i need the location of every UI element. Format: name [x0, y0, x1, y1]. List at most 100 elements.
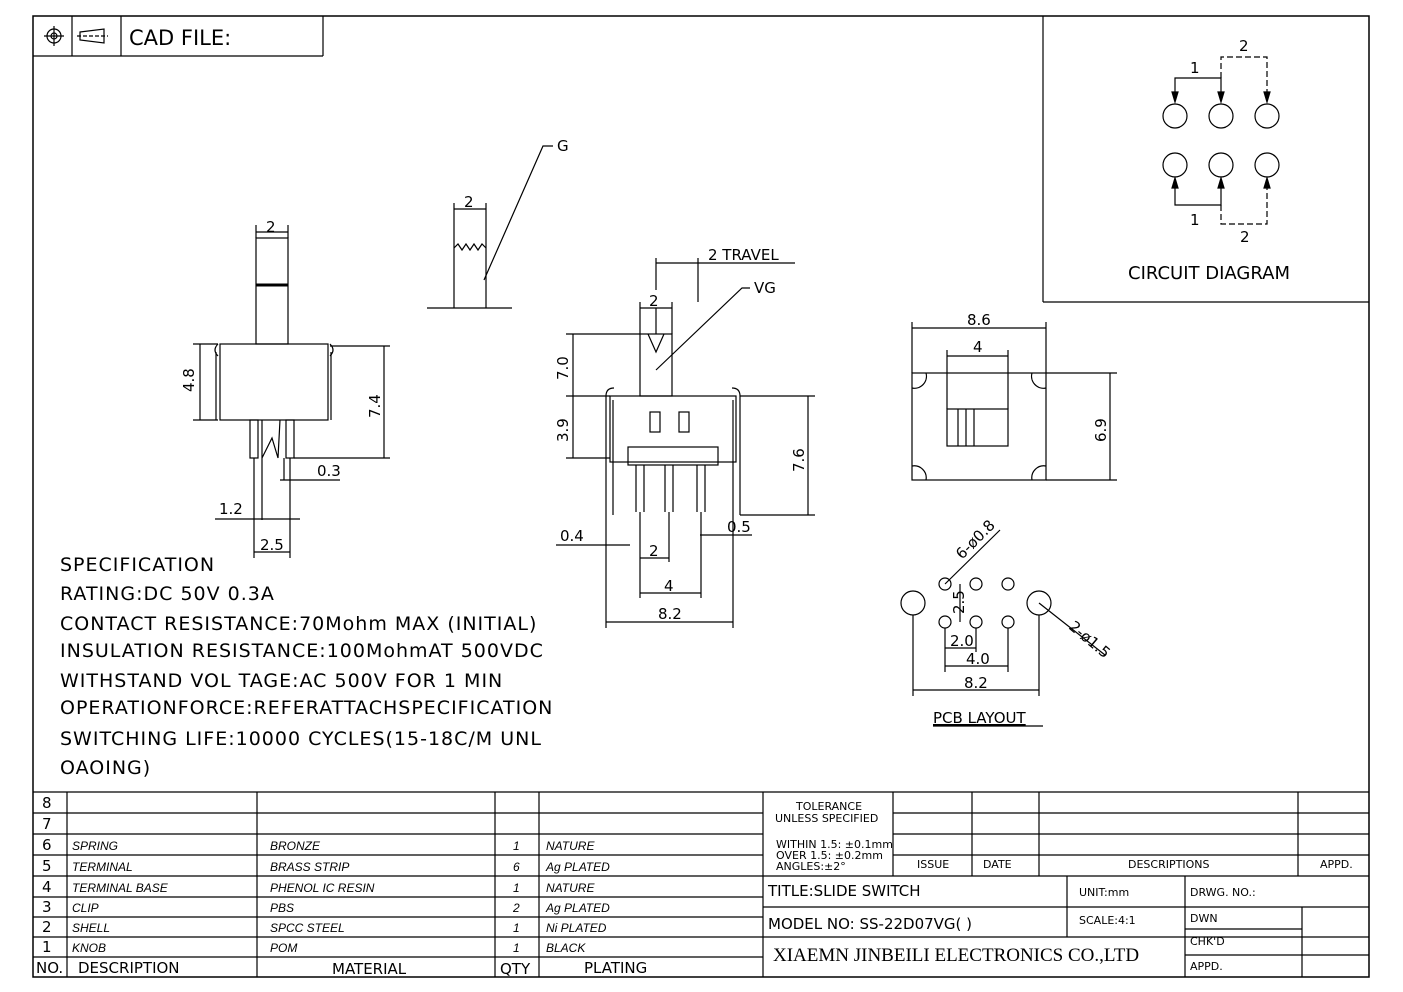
- tb-dwn: DWN: [1190, 912, 1218, 925]
- dim-outer-span: 8.2: [658, 605, 682, 623]
- dim-travel: 2 TRAVEL: [708, 246, 779, 264]
- bom-cell-mat: BRASS STRIP: [270, 860, 349, 874]
- tb-over: OVER 1.5: ±0.2mm: [776, 849, 883, 862]
- bom-cell-plating: BLACK: [546, 941, 586, 955]
- bom-cell-mat: POM: [270, 941, 297, 955]
- spec-withstand-voltage: WITHSTAND VOL TAGE:AC 500V FOR 1 MIN: [60, 670, 503, 692]
- bom-cell-desc: SPRING: [72, 839, 118, 853]
- pcb-layout: 6-ø0.8 2-ø1.5 2.5 2.0 4.0 8.2 PCB LAYOUT: [900, 516, 1114, 727]
- bom-cell-no: 1: [42, 938, 52, 956]
- front-view: 2 TRAVEL 2 VG 7.0 3.9 7.6 0.4 0.5 2 4 8.…: [554, 246, 815, 628]
- tb-company: XIAEMN JINBEILI ELECTRONICS CO.,LTD: [773, 945, 1139, 966]
- title-block-text: TOLERANCE UNLESS SPECIFIED WITHIN 1.5: ±…: [767, 800, 1353, 973]
- spec-insulation-resistance: INSULATION RESISTANCE:100MohmAT 500VDC: [60, 640, 544, 662]
- dim-pcb-big-hole: 2-ø1.5: [1065, 617, 1113, 662]
- sheet-border: [32, 15, 1370, 978]
- bom-cell-plating: NATURE: [546, 881, 595, 895]
- bom-cell-desc: KNOB: [72, 941, 106, 955]
- dim-pin-pitch: 2: [649, 542, 659, 560]
- bom-cell-qty: 1: [513, 839, 520, 853]
- spec-rating: RATING:DC 50V 0.3A: [60, 583, 275, 605]
- circuit-diagram-title: CIRCUIT DIAGRAM: [1128, 263, 1290, 284]
- bom-cell-qty: 1: [513, 921, 520, 935]
- tb-scale: SCALE:4:1: [1079, 914, 1136, 927]
- tb-unless-specified: UNLESS SPECIFIED: [775, 812, 878, 825]
- circuit-label-2-top: 2: [1239, 37, 1249, 55]
- bom-cell-plating: NATURE: [546, 839, 595, 853]
- tb-angles: ANGLES:±2°: [776, 860, 846, 873]
- dim-front-knob-height: 7.0: [554, 356, 572, 380]
- bom-cell-qty: 2: [512, 901, 520, 915]
- tb-chkd: CHK'D: [1190, 935, 1225, 948]
- circuit-label-1-top: 1: [1190, 59, 1200, 77]
- bom-cell-no: 8: [42, 794, 52, 812]
- tb-date: DATE: [983, 858, 1012, 871]
- spec-operation-force: OPERATIONFORCE:REFERATTACHSPECIFICATION: [60, 697, 553, 719]
- dim-top-width: 8.6: [967, 311, 991, 329]
- dim-pin-span: 2.5: [260, 536, 284, 554]
- tb-appd-header: APPD.: [1320, 858, 1353, 871]
- dim-pcb-outer: 8.2: [964, 674, 988, 692]
- bom-cell-qty: 1: [513, 881, 520, 895]
- projection-symbol-icon: [44, 26, 108, 46]
- dim-left-pin: 0.4: [560, 527, 584, 545]
- dim-front-knob-width: 2: [649, 292, 659, 310]
- bom-table: [33, 791, 1369, 977]
- bom-cell-desc: TERMINAL BASE: [72, 881, 169, 895]
- bom-cell-no: 6: [42, 836, 52, 854]
- bom-cell-desc: CLIP: [72, 901, 99, 915]
- bom-cell-plating: Ni PLATED: [546, 921, 607, 935]
- spec-switching-life: SWITCHING LIFE:10000 CYCLES(15-18C/M UNL: [60, 728, 542, 750]
- dim-side-height: 4.8: [180, 368, 198, 392]
- tb-model-no: MODEL NO: SS-22D07VG( ): [768, 915, 972, 933]
- top-view: 8.6 4 6.9: [911, 311, 1117, 481]
- bom-cell-desc: SHELL: [72, 921, 110, 935]
- spec-switching-life-cont: OAOING): [60, 757, 151, 779]
- dim-pcb-row: 2.5: [950, 590, 968, 614]
- bom-cell-no: 5: [42, 857, 52, 875]
- tb-within: WITHIN 1.5: ±0.1mm: [776, 838, 893, 851]
- tb-tolerance: TOLERANCE: [795, 800, 862, 813]
- dim-pin-width: 1.2: [219, 500, 243, 518]
- tb-issue: ISSUE: [917, 858, 949, 871]
- bom-cell-qty: 6: [513, 860, 520, 874]
- bom-cell-mat: SPCC STEEL: [270, 921, 345, 935]
- pcb-layout-title: PCB LAYOUT: [933, 709, 1027, 727]
- spec-contact-resistance: CONTACT RESISTANCE:70Mohm MAX (INITIAL): [60, 613, 537, 635]
- tb-appd: APPD.: [1190, 960, 1223, 973]
- tb-drwg-no: DRWG. NO.:: [1190, 886, 1256, 899]
- dim-inner-span: 4: [664, 577, 674, 595]
- knurl-detail: 2 G: [427, 137, 569, 309]
- bom-cell-no: 7: [42, 815, 52, 833]
- dim-side-total: 7.4: [366, 394, 384, 418]
- bom-cell-qty: 1: [513, 941, 520, 955]
- circuit-label-1-bottom: 1: [1190, 211, 1200, 229]
- bom-cell-no: 4: [42, 878, 52, 896]
- dim-pcb-pitch: 2.0: [950, 632, 974, 650]
- bom-cell-mat: PBS: [270, 901, 294, 915]
- label-vg: VG: [754, 279, 776, 297]
- cad-header: CAD FILE:: [33, 16, 324, 57]
- bom-head-plating: PLATING: [584, 959, 647, 977]
- circuit-diagram: 1 2 1 2 CIRCUIT DIAGRAM: [1042, 16, 1369, 303]
- cad-file-label: CAD FILE:: [129, 26, 231, 50]
- tb-unit: UNIT:mm: [1079, 886, 1129, 899]
- dim-top-slot: 4: [973, 338, 983, 356]
- dim-pin-thickness: 0.3: [317, 462, 341, 480]
- dim-actuator-width: 2: [266, 218, 276, 236]
- dim-top-height: 6.9: [1092, 418, 1110, 442]
- dim-front-total: 7.6: [790, 448, 808, 472]
- bom-cell-plating: Ag PLATED: [545, 860, 610, 874]
- bom-cell-mat: PHENOL IC RESIN: [270, 881, 375, 895]
- bom-cell-no: 2: [42, 918, 52, 936]
- specification: SPECIFICATION RATING:DC 50V 0.3A CONTACT…: [60, 554, 553, 779]
- bom-head-qty: QTY: [500, 960, 531, 978]
- spec-heading: SPECIFICATION: [60, 554, 215, 576]
- bom-head-material: MATERIAL: [332, 960, 407, 978]
- dim-front-body-height: 3.9: [554, 418, 572, 442]
- side-view: 2 4.8 7.4 0.3 1.2 2.5: [180, 218, 390, 558]
- bom-header: NO. DESCRIPTION MATERIAL QTY PLATING: [36, 959, 647, 978]
- dim-pcb-hole: 6-ø0.8: [952, 516, 999, 563]
